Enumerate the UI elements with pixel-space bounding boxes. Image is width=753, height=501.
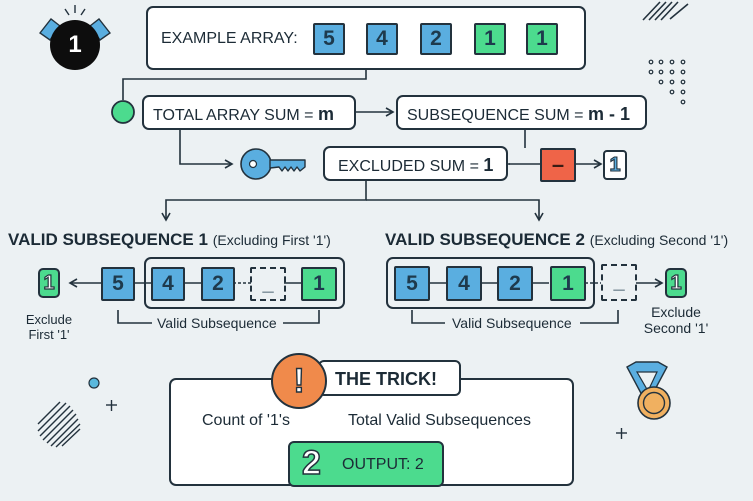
minus-operator-box: – (540, 148, 576, 182)
total-sum-box: TOTAL ARRAY SUM = m (142, 95, 356, 130)
output-box: 2 OUTPUT: 2 (288, 441, 444, 487)
excluded-sum-text: EXCLUDED SUM = (338, 158, 484, 175)
subsequence-sum-text: SUBSEQUENCE SUM = (407, 107, 588, 124)
hatched-circle-decoration (37, 401, 81, 448)
total-sum-var: m (317, 104, 334, 124)
valid-subsequence-1-title: VALID SUBSEQUENCE 1 (Excluding First '1'… (8, 230, 331, 249)
subseq1-empty-slot: _ (250, 267, 286, 301)
subseq2-cell: 2 (497, 266, 533, 301)
subsequence-sum-box: SUBSEQUENCE SUM = m - 1 (396, 95, 647, 130)
valid-subsequence-2-subtitle: (Excluding Second '1') (589, 232, 729, 248)
exclude-second-note: Exclude Second '1' (643, 304, 709, 336)
arrow-total-to-key (179, 129, 234, 169)
trick-total-text: Total Valid Subsequences (348, 412, 531, 429)
subseq2-empty-slot: _ (601, 264, 637, 301)
valid-subsequence-1-subtitle: (Excluding First '1') (212, 232, 331, 248)
array-cell: 4 (366, 23, 398, 55)
excluded-second-one: 1 (665, 268, 687, 298)
subseq1-cell: 5 (101, 267, 135, 301)
output-label: OUTPUT: 2 (342, 456, 424, 473)
dot-decoration (88, 377, 100, 389)
step-number: 1 (68, 31, 82, 58)
key-icon (240, 148, 306, 180)
example-array-card: EXAMPLE ARRAY: (146, 6, 586, 70)
result-box: 1 (603, 150, 627, 180)
minus-symbol: – (551, 152, 565, 177)
bracket-valid-1 (117, 310, 320, 324)
flow-start-node (111, 100, 135, 124)
valid-subsequence-1-bracket-label: Valid Subsequence (157, 315, 277, 331)
excluded-sum-box: EXCLUDED SUM = 1 (323, 146, 508, 181)
trick-card (169, 378, 574, 486)
subseq1-cell: 4 (151, 267, 185, 301)
hatch-decoration (642, 1, 689, 21)
step-badge: 1 (50, 20, 100, 70)
total-sum-text: TOTAL ARRAY SUM = (153, 107, 318, 124)
plus-decoration (106, 400, 627, 439)
valid-subsequence-2-title: VALID SUBSEQUENCE 2 (Excluding Second '1… (385, 230, 729, 249)
subseq2-cell: 5 (394, 266, 430, 301)
example-array-label: EXAMPLE ARRAY: (161, 30, 298, 47)
subseq1-cell: 2 (201, 267, 235, 301)
excluded-sum-val: 1 (483, 155, 494, 175)
medal-icon (626, 361, 671, 420)
subseq1-group-frame (144, 257, 345, 309)
subsequence-sum-var: m - 1 (587, 104, 630, 124)
subseq2-cell: 1 (550, 266, 586, 301)
subseq1-cell: 1 (301, 267, 337, 301)
burst-decoration (64, 5, 86, 16)
connector-array-to-total (122, 70, 367, 100)
subseq2-cell: 4 (446, 266, 482, 301)
array-cell: 5 (313, 23, 345, 55)
array-cell: 1 (474, 23, 506, 55)
array-cell: 1 (526, 23, 558, 55)
dot-grid-decoration (648, 59, 686, 105)
exclamation-icon: ! (271, 353, 327, 409)
trick-title-tab: THE TRICK! (318, 360, 461, 396)
valid-subsequence-2-bracket-label: Valid Subsequence (452, 315, 572, 331)
result-value: 1 (609, 153, 621, 176)
trick-title: THE TRICK! (335, 369, 437, 389)
subseq2-group-frame (386, 257, 595, 309)
connector-branch (161, 181, 367, 222)
bracket-valid-2 (411, 310, 619, 324)
output-digit-icon: 2 (301, 443, 321, 483)
array-cell: 2 (420, 23, 452, 55)
exclude-first-note: Exclude First '1' (25, 312, 73, 342)
excluded-first-one: 1 (38, 268, 60, 298)
trick-count-text: Count of '1's (202, 412, 290, 429)
